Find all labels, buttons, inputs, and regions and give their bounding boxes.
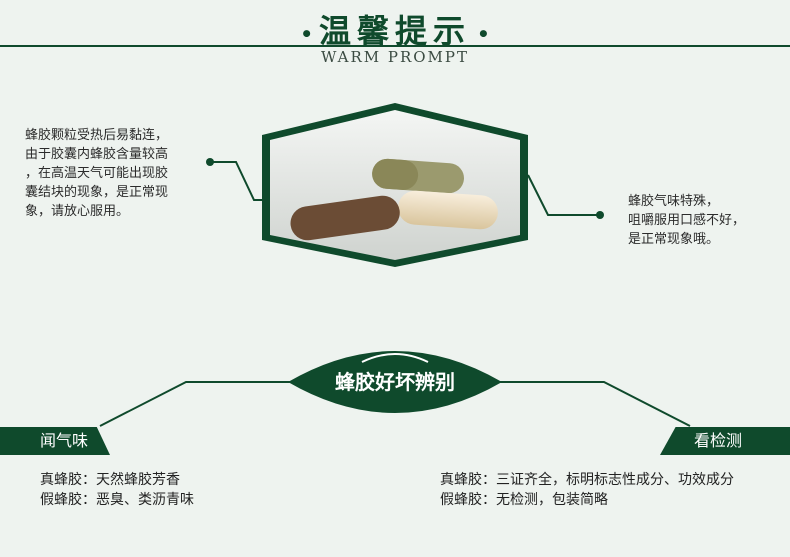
right-connector [527, 174, 600, 216]
title-text: 温馨提示 [318, 12, 471, 50]
header-rule [0, 45, 790, 47]
test-detail-line: 真蜂胶：三证齐全，标明标志性成分、功效成分 [440, 472, 734, 488]
smell-tab: 闻气味 [0, 427, 110, 455]
badge-label: 蜂胶好坏辨别 [335, 370, 455, 394]
left-note-line: 象，请放心服用。 [25, 204, 130, 219]
section-divider [99, 351, 691, 427]
left-note-line: 囊结块的现象，是正常现 [25, 185, 169, 200]
test-tab-label: 看检测 [694, 431, 743, 450]
test-tab: 看检测 [660, 427, 790, 455]
test-details: 真蜂胶：三证齐全，标明标志性成分、功效成分 假蜂胶：无检测，包装简略 [440, 470, 785, 510]
page-title: •温馨提示• [0, 6, 790, 52]
title-dot-left: • [300, 21, 313, 46]
right-note-line: 是正常现象哦。 [628, 232, 720, 247]
capsule-illustration [206, 103, 604, 267]
left-note: 蜂胶颗粒受热后易黏连， 由于胶囊内蜂胶含量较高 ，在高温天气可能出现胶 囊结块的… [25, 126, 225, 221]
left-connector-dot [206, 158, 214, 166]
smell-detail-line: 假蜂胶：恶臭、类沥青味 [40, 492, 194, 508]
capsule-brown [290, 195, 400, 241]
smell-tab-label: 闻气味 [40, 431, 89, 450]
right-note-line: 蜂胶气味特殊， [628, 194, 720, 209]
capsule-clear [398, 190, 498, 230]
title-dot-right: • [477, 21, 490, 46]
smell-detail-line: 真蜂胶：天然蜂胶芳香 [40, 472, 180, 488]
divider-line-left [99, 381, 300, 427]
left-note-line: ，在高温天气可能出现胶 [25, 166, 169, 181]
smell-details: 真蜂胶：天然蜂胶芳香 假蜂胶：恶臭、类沥青味 [40, 470, 340, 510]
right-connector-dot [596, 211, 604, 219]
right-note-line: 咀嚼服用口感不好， [628, 213, 746, 228]
badge-shape [288, 351, 502, 413]
badge-inner-arc [361, 353, 429, 363]
right-note: 蜂胶气味特殊， 咀嚼服用口感不好， 是正常现象哦。 [628, 192, 778, 249]
test-detail-line: 假蜂胶：无检测，包装简略 [440, 492, 608, 508]
left-connector [210, 161, 262, 201]
page-subtitle: WARM PROMPT [320, 48, 470, 66]
left-note-line: 蜂胶颗粒受热后易黏连， [25, 128, 169, 143]
divider-line-right [490, 381, 691, 427]
capsule-green [372, 158, 464, 194]
left-note-line: 由于胶囊内蜂胶含量较高 [25, 147, 169, 162]
